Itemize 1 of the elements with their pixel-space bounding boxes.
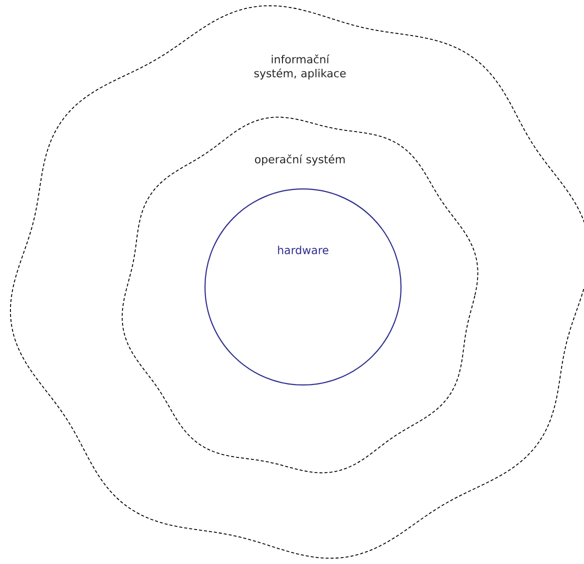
layer-outline: hardware: [204, 188, 402, 386]
